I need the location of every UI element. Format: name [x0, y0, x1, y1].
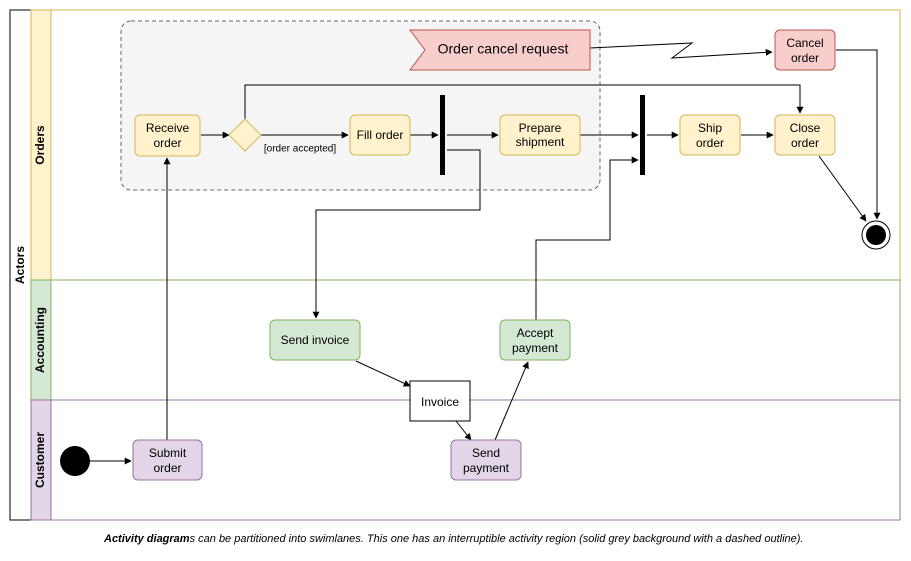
caption-bold: Activity diagram: [104, 533, 190, 545]
object-invoice: Invoice: [409, 380, 471, 422]
lane-accounting: [30, 279, 901, 401]
lane-customer-label: Customer: [33, 432, 47, 488]
cancel-request-signal: [409, 29, 591, 71]
join-bar: [640, 95, 645, 175]
node-fill-order: Fill order: [349, 114, 411, 156]
final-node: [861, 220, 891, 250]
lane-accounting-label: Accounting: [33, 307, 47, 373]
caption-rest: s can be partitioned into swimlanes. Thi…: [189, 533, 804, 545]
svg-text:Fill order: Fill order: [357, 128, 404, 142]
svg-text:Invoice: Invoice: [421, 395, 459, 409]
edge-fork-to-invoice: [312, 149, 481, 319]
edge-close-to-end: [818, 155, 867, 222]
edges: [90, 42, 881, 465]
initial-node: [60, 446, 90, 476]
edge-sendinvoice-to-invoice: [355, 360, 411, 387]
guard-label: [order accepted]: [264, 144, 336, 155]
edge-signal-to-cancel: [589, 42, 773, 59]
figure-caption: Activity diagrams can be partitioned int…: [104, 533, 804, 545]
cancel-request-signal-label: Order cancel request: [438, 41, 569, 57]
edge-cancel-to-end: [836, 49, 881, 220]
svg-text:Send invoice: Send invoice: [281, 333, 350, 347]
lane-customer-header: [30, 399, 52, 521]
fork-bar: [440, 95, 445, 175]
lane-orders-label: Orders: [33, 125, 47, 165]
edge-invoice-to-sendpayment: [455, 420, 472, 441]
edge-decision-to-close: [244, 84, 804, 119]
edge-accept-to-join: [535, 156, 639, 320]
node-send-invoice: Send invoice: [269, 319, 361, 361]
edge-sendpayment-to-accept: [494, 361, 529, 441]
pool-label: Actors: [13, 246, 27, 284]
decision-node: [228, 118, 262, 152]
